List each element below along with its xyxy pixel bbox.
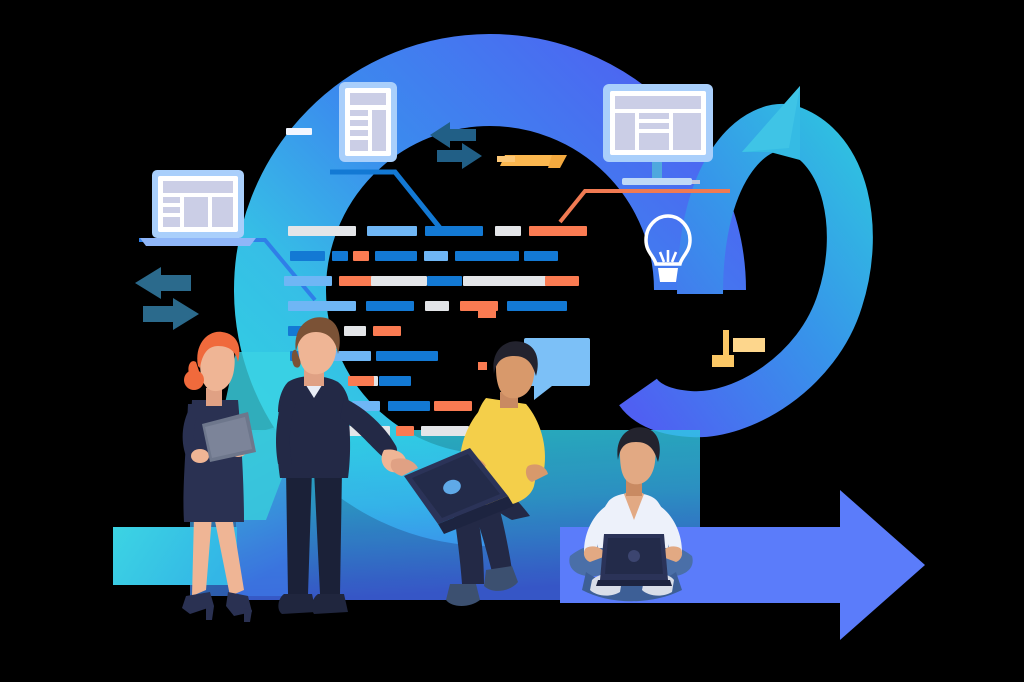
code-bar (545, 276, 579, 286)
code-bar (424, 251, 448, 261)
code-bar (460, 301, 498, 311)
code-bar (524, 251, 558, 261)
code-bar-row (290, 251, 558, 261)
code-bar (421, 426, 469, 436)
code-bar (288, 226, 356, 236)
code-bar-row (352, 401, 472, 411)
yellow-bar-chart (712, 330, 765, 367)
code-bar-row (288, 226, 587, 236)
chat-bubble (524, 338, 590, 400)
cyan-accent-block (113, 527, 237, 585)
code-bar (284, 276, 332, 286)
code-bar (290, 251, 325, 261)
code-bar (332, 251, 348, 261)
code-bar (425, 226, 483, 236)
yellow-ribbon (497, 155, 567, 168)
code-bar (434, 401, 472, 411)
code-bar (348, 376, 374, 386)
exchange-arrows-middle (430, 122, 482, 169)
code-bar (529, 226, 587, 236)
code-bar (425, 301, 449, 311)
code-bar (325, 351, 371, 361)
connector-monitor (558, 189, 730, 224)
person-man-white-shirt (569, 427, 693, 602)
code-bar-row (348, 376, 411, 386)
code-bar-row (284, 276, 579, 286)
tablet-wireframe (339, 82, 397, 162)
code-bar-row (288, 301, 567, 311)
code-bar (353, 251, 369, 261)
code-bar (507, 301, 567, 311)
code-bar (344, 326, 366, 336)
code-bar (288, 301, 356, 311)
code-bar (388, 401, 430, 411)
code-bar (376, 351, 438, 361)
code-bar (366, 301, 414, 311)
code-bar (455, 251, 519, 261)
monitor-wireframe (603, 84, 713, 185)
code-bar (373, 326, 401, 336)
code-bar (339, 276, 377, 286)
lightbulb-idea (644, 214, 692, 282)
code-bar (379, 376, 411, 386)
ring-dash-mark (286, 128, 312, 135)
person-man-yellow-sweater (404, 341, 548, 606)
code-bar (463, 276, 549, 286)
exchange-arrows-left (135, 267, 199, 330)
laptop-wireframe (140, 170, 256, 246)
code-bar (371, 276, 427, 286)
orange-tick-marks (478, 310, 496, 370)
person-man-suit (276, 317, 418, 614)
code-bar (396, 426, 414, 436)
person-woman-tablet (182, 331, 256, 622)
code-bar (427, 276, 462, 286)
code-bar (375, 251, 417, 261)
code-bar (495, 226, 521, 236)
code-bar (367, 226, 417, 236)
connector-tablet (330, 169, 442, 230)
